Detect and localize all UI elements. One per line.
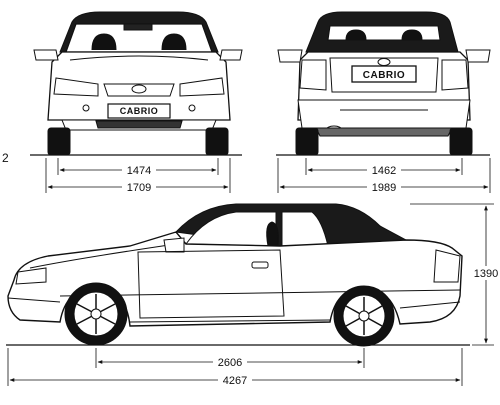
- front-badge-plate: [107, 103, 171, 119]
- side-height-label: 1390: [474, 268, 498, 280]
- side-wheelbase-label: 2606: [218, 357, 242, 369]
- edge-mark: 2: [2, 151, 9, 165]
- rear-track-label: 1462: [372, 165, 396, 177]
- front-mirror: [123, 23, 153, 31]
- side-headrest: [266, 221, 279, 247]
- rear-view: [276, 11, 491, 156]
- rear-tire-right: [449, 127, 473, 156]
- side-length-label: 4267: [223, 375, 247, 387]
- front-headlight-right: [179, 77, 225, 97]
- rear-trunk-lid: [329, 57, 439, 93]
- side-front-bumper-line: [7, 297, 61, 303]
- rear-taillight-left: [299, 59, 327, 91]
- rear-bumper: [297, 99, 471, 129]
- rear-mirror-right: [465, 49, 491, 63]
- front-foglight-left: [82, 104, 90, 112]
- front-headlight-left: [53, 77, 99, 97]
- side-taillight: [433, 249, 461, 283]
- side-front-hub: [90, 308, 102, 320]
- side-door-handle: [251, 261, 269, 269]
- rear-seat-right: [401, 29, 423, 41]
- rear-badge-text: CABRIO: [363, 70, 405, 81]
- side-rear-bumper-line: [399, 301, 461, 309]
- front-track-label: 1474: [127, 165, 151, 177]
- front-foglight-right: [188, 104, 196, 112]
- rear-width-label: 1989: [372, 182, 396, 194]
- side-headlight: [15, 267, 47, 285]
- rear-window: [327, 25, 441, 41]
- side-height-label-bg: [474, 266, 498, 280]
- rear-track-label-bg: [367, 164, 401, 176]
- side-door: [137, 249, 285, 319]
- front-mirror-left: [33, 49, 59, 61]
- rear-taillight-right: [441, 59, 469, 91]
- front-seat-left: [91, 33, 117, 51]
- side-beltline: [59, 289, 461, 297]
- front-grille: [103, 83, 175, 97]
- rear-tire-left: [295, 127, 319, 156]
- side-view: [6, 203, 470, 347]
- side-sill: [129, 319, 331, 323]
- side-wheelbase-label-bg: [213, 356, 247, 368]
- front-hood-line: [69, 55, 209, 61]
- side-length-label-bg: [218, 374, 252, 386]
- front-badge-text: CABRIO: [120, 106, 159, 116]
- front-tire-right: [205, 127, 229, 156]
- rear-underbody: [315, 127, 453, 137]
- side-hood-crease: [29, 243, 177, 269]
- rear-badge-plate: [351, 65, 417, 83]
- front-view: [30, 11, 243, 156]
- front-width-label: 1709: [127, 182, 151, 194]
- rear-width-label-bg: [367, 181, 401, 193]
- front-track-label-bg: [122, 164, 156, 176]
- front-tire-left: [47, 127, 71, 156]
- rear-seat-left: [345, 29, 367, 41]
- front-logo: [131, 84, 147, 94]
- rear-mirror-left: [277, 49, 303, 63]
- side-mirror: [163, 237, 185, 253]
- front-intake: [95, 120, 183, 129]
- side-rear-hub: [358, 310, 370, 322]
- front-width-label-bg: [122, 181, 156, 193]
- front-seat-right: [161, 33, 187, 51]
- front-mirror-right: [219, 49, 243, 61]
- side-window-front: [185, 211, 277, 247]
